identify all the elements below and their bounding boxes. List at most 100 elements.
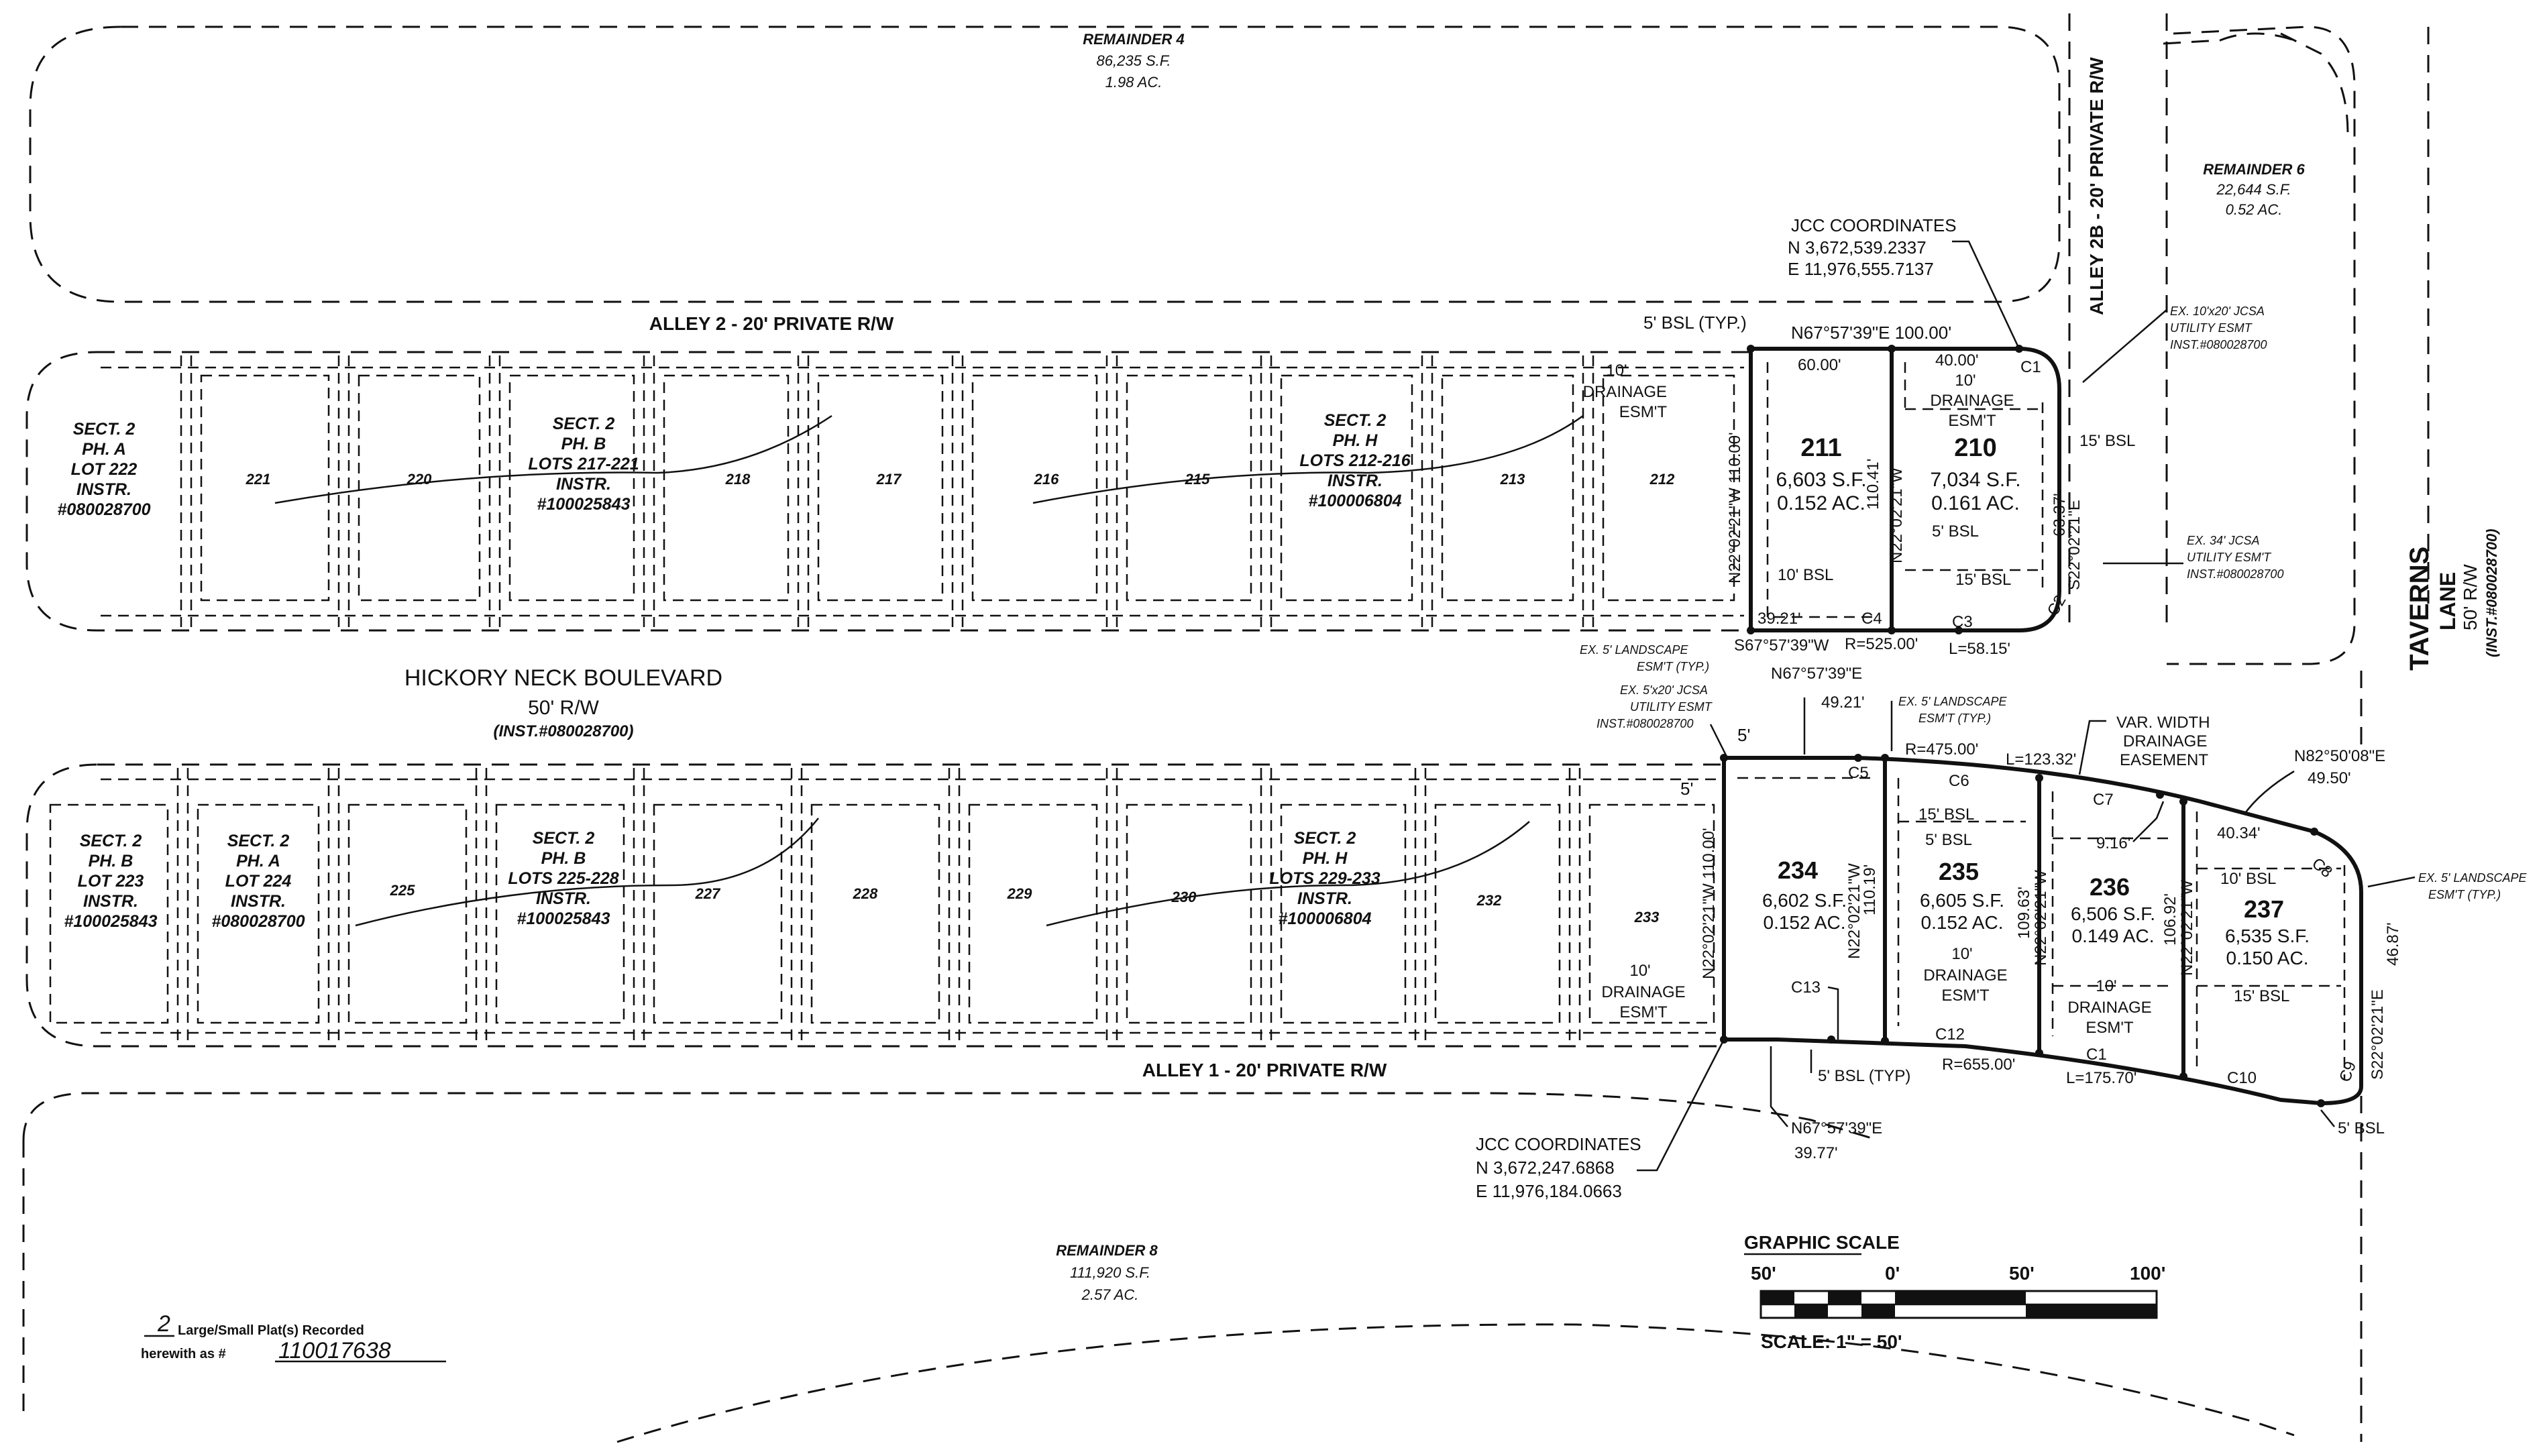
remainder-4-sf: 86,235 S.F. bbox=[1097, 52, 1171, 69]
dim-60: 60.00' bbox=[1798, 356, 1841, 374]
section-2-ph-a-lot-222: SECT. 2 PH. A LOT 222 INSTR. #080028700 bbox=[57, 420, 150, 519]
bsl-15-235: 15' BSL bbox=[1918, 805, 1974, 824]
lot-237-number: 237 bbox=[2244, 895, 2284, 923]
svg-text:PH. A: PH. A bbox=[82, 440, 126, 459]
alley-2b-label: ALLEY 2B - 20' PRIVATE R/W bbox=[2086, 57, 2107, 315]
radius-655: R=655.00' bbox=[1942, 1056, 2015, 1074]
graphic-scale: GRAPHIC SCALE 50' 0' 50' 100' SCALE: 1" … bbox=[1744, 1232, 2165, 1352]
bsl-10-237: 10' BSL bbox=[2220, 870, 2276, 888]
svg-text:50' R/W: 50' R/W bbox=[2460, 564, 2481, 630]
bearing-south-mid1: N22°02'21"W bbox=[1845, 863, 1863, 959]
svg-text:UTILITY ESM'T: UTILITY ESM'T bbox=[2187, 551, 2272, 564]
svg-text:PH. B: PH. B bbox=[89, 852, 133, 871]
drain10-b: DRAINAGE bbox=[1930, 392, 2014, 410]
svg-text:LOT 224: LOT 224 bbox=[225, 872, 292, 891]
lot-210-number: 210 bbox=[1954, 434, 1996, 462]
coord-south-e: E 11,976,184.0663 bbox=[1476, 1181, 1622, 1201]
lot-216: 216 bbox=[1034, 471, 1059, 488]
drain10-c: ESM'T bbox=[1948, 412, 1996, 430]
svg-text:SECT. 2: SECT. 2 bbox=[1294, 829, 1356, 848]
bsl-5-210: 5' BSL bbox=[1932, 522, 1979, 541]
bearing-north-east: S22°02'21"E bbox=[2065, 500, 2083, 590]
curve-c7: C7 bbox=[2093, 791, 2114, 809]
svg-text:#100025843: #100025843 bbox=[517, 909, 610, 928]
drain-234-a: 10' bbox=[1629, 962, 1650, 980]
bearing-south-east: S22°02'21"E bbox=[2369, 989, 2387, 1080]
length-175-70: L=175.70' bbox=[2066, 1069, 2136, 1087]
jcc-coordinates-south: JCC COORDINATES N 3,672,247.6868 E 11,97… bbox=[1476, 1039, 1725, 1201]
svg-text:INSTR.: INSTR. bbox=[556, 475, 611, 494]
lot-212: 212 bbox=[1649, 471, 1675, 488]
jcsa-34-easement: EX. 34' JCSA UTILITY ESM'T INST.#0800287… bbox=[2103, 534, 2283, 581]
lot-236-number: 236 bbox=[2090, 873, 2130, 901]
lot-232: 232 bbox=[1476, 892, 1502, 909]
dim-49-21: 49.21' bbox=[1821, 693, 1865, 712]
curve-c10: C10 bbox=[2227, 1069, 2257, 1087]
remainder-8-sf: 111,920 S.F. bbox=[1070, 1264, 1150, 1281]
scale-bar bbox=[1759, 1290, 2158, 1319]
lot-233: 233 bbox=[1634, 909, 1660, 926]
bearing-north-mid: N22°02'21"W bbox=[1888, 467, 1906, 563]
landscape-south-a: EX. 5' LANDSCAPE bbox=[1898, 695, 2007, 708]
jcsa-10x20-easement: EX. 10'x20' JCSA UTILITY ESMT INST.#0800… bbox=[2082, 304, 2267, 383]
scale-tick-3: 100' bbox=[2130, 1263, 2165, 1284]
curve-c3: C3 bbox=[1952, 613, 1973, 631]
lot-234-ac: 0.152 AC. bbox=[1764, 912, 1846, 933]
svg-text:LANE: LANE bbox=[2436, 572, 2460, 630]
svg-text:EX. 5' LANDSCAPE: EX. 5' LANDSCAPE bbox=[1580, 643, 1688, 657]
drain-234-c: ESM'T bbox=[1619, 1003, 1668, 1021]
section-2-ph-h-lots-212-216: SECT. 2 PH. H LOTS 212-216 INSTR. #10000… bbox=[1299, 411, 1411, 510]
curve-c5: C5 bbox=[1848, 764, 1869, 782]
dim-39-77: 39.77' bbox=[1794, 1144, 1838, 1162]
bearing-north-bottom: S67°57'39"W bbox=[1734, 636, 1829, 655]
svg-text:50' R/W: 50' R/W bbox=[528, 697, 599, 719]
svg-text:INSTR.: INSTR. bbox=[83, 892, 138, 911]
recording-stamp: 2 Large/Small Plat(s) Recorded herewith … bbox=[141, 1311, 446, 1363]
remainder-4-parcel: REMAINDER 4 86,235 S.F. 1.98 AC. bbox=[29, 25, 2061, 303]
lot-234-sf: 6,602 S.F. bbox=[1762, 890, 1847, 911]
drain-234-b: DRAINAGE bbox=[1601, 983, 1685, 1001]
svg-text:PH. H: PH. H bbox=[1303, 849, 1348, 868]
svg-text:INST.#080028700: INST.#080028700 bbox=[1596, 717, 1693, 730]
section-2-ph-b-lots-225-228: SECT. 2 PH. B LOTS 225-228 INSTR. #10002… bbox=[508, 829, 618, 928]
remainder-4-ac: 1.98 AC. bbox=[1105, 74, 1162, 91]
lot-211-number: 211 bbox=[1800, 434, 1841, 462]
lot-221: 221 bbox=[246, 471, 271, 488]
var-width-c: EASEMENT bbox=[2120, 751, 2208, 769]
lot-210-sf: 7,034 S.F. bbox=[1930, 469, 2020, 491]
dim-49-50: 49.50' bbox=[2308, 769, 2351, 787]
svg-text:INSTR.: INSTR. bbox=[1297, 889, 1352, 908]
svg-text:EX. 34' JCSA: EX. 34' JCSA bbox=[2187, 534, 2259, 547]
svg-text:#080028700: #080028700 bbox=[57, 500, 150, 519]
drain-235-b: DRAINAGE bbox=[1923, 966, 2007, 985]
svg-text:#080028700: #080028700 bbox=[211, 912, 305, 931]
north-lot-block bbox=[25, 351, 1752, 632]
lot-230: 230 bbox=[1171, 889, 1197, 905]
lot-213: 213 bbox=[1500, 471, 1525, 488]
landscape-esmt-north: EX. 5' LANDSCAPE ESM'T (TYP.) bbox=[1580, 643, 1709, 673]
svg-text:(INST.#080028700): (INST.#080028700) bbox=[2483, 528, 2500, 657]
var-width-a: VAR. WIDTH bbox=[2116, 714, 2210, 732]
curve-c4: C4 bbox=[1861, 610, 1882, 628]
svg-text:ESM'T (TYP.): ESM'T (TYP.) bbox=[1637, 660, 1709, 673]
drain10-a: 10' bbox=[1955, 372, 1975, 390]
lot-237-ac: 0.150 AC. bbox=[2226, 948, 2309, 968]
svg-text:#100006804: #100006804 bbox=[1308, 492, 1401, 510]
bsl-5-typ: 5' BSL (TYP) bbox=[1818, 1067, 1910, 1085]
lot-235-sf: 6,605 S.F. bbox=[1920, 890, 2004, 911]
length-123-32: L=123.32' bbox=[2006, 750, 2076, 769]
lot-210-ac: 0.161 AC. bbox=[1931, 492, 2020, 514]
alley-2b: ALLEY 2B - 20' PRIVATE R/W bbox=[2068, 13, 2168, 627]
curve-c12: C12 bbox=[1935, 1025, 1965, 1044]
curve-c11: C1 bbox=[2086, 1046, 2107, 1064]
lot-235-ac: 0.152 AC. bbox=[1921, 912, 2004, 933]
svg-text:EX. 10'x20' JCSA: EX. 10'x20' JCSA bbox=[2170, 304, 2265, 318]
recorded-text-1: Large/Small Plat(s) Recorded bbox=[178, 1323, 364, 1338]
north-lot-numbers: 221 220 218 217 216 215 213 212 bbox=[246, 471, 1675, 488]
landscape-east-a: EX. 5' LANDSCAPE bbox=[2418, 871, 2527, 885]
bsl-typ-label: 5' BSL (TYP.) bbox=[1643, 313, 1747, 333]
scale-tick-2: 50' bbox=[2009, 1263, 2035, 1284]
lot-228: 228 bbox=[853, 885, 878, 902]
lots-234-237: 234 6,602 S.F. 0.152 AC. 235 6,605 S.F. … bbox=[1720, 754, 2363, 1107]
